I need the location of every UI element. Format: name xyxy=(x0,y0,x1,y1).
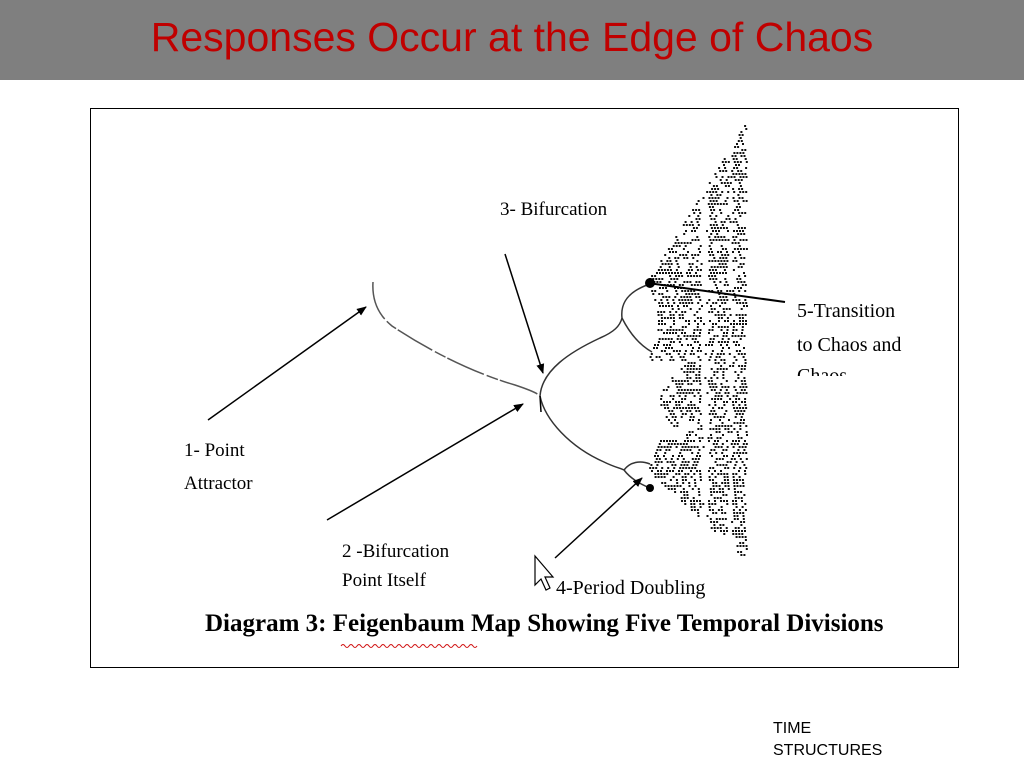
footer-line-2: STRUCTURES xyxy=(773,742,883,759)
label-point-attractor-line1: 1- Point xyxy=(184,440,245,461)
caption-rest: Map Showing Five Temporal Divisions xyxy=(465,610,884,637)
label-transition-line2: to Chaos and xyxy=(797,334,901,356)
arrow-bifurcation-point xyxy=(326,403,524,521)
footer-line-1: TIME xyxy=(773,720,812,737)
upper-branch xyxy=(539,317,623,397)
label-bifurcation: 3- Bifurcation xyxy=(500,199,608,220)
footer-label: TIME STRUCTURES xyxy=(773,718,882,762)
title-bar xyxy=(0,0,1024,80)
label-clip-mask xyxy=(790,376,930,388)
arrow-transition xyxy=(647,282,786,303)
caption-colon: : xyxy=(318,610,326,637)
label-bifurcation-point-line1: 2 -Bifurcation xyxy=(342,541,450,562)
lower-period-doubling xyxy=(623,461,651,471)
period-doubling-dot xyxy=(646,484,654,492)
label-point-attractor-line2: Attractor xyxy=(184,473,253,494)
spellcheck-squiggle xyxy=(340,644,478,648)
attractor-branch xyxy=(372,281,541,397)
cursor-icon xyxy=(534,554,555,591)
arrow-point-attractor xyxy=(207,306,367,421)
arrow-bifurcation xyxy=(504,253,545,374)
arrow-period-doubling xyxy=(554,477,643,559)
upper-period-doubling xyxy=(621,283,651,319)
lower-period-doubling-inner xyxy=(623,469,651,489)
transition-dot xyxy=(645,278,655,288)
diagram-caption: Diagram 3: Feigenbaum Map Showing Five T… xyxy=(205,610,884,637)
lower-branch xyxy=(539,395,625,471)
caption-underlined: Feigenbaum xyxy=(333,610,465,637)
label-period-doubling: 4-Period Doubling xyxy=(556,577,705,599)
pointer-arrows xyxy=(207,253,786,559)
bifurcation-curves xyxy=(372,281,653,489)
chaos-region xyxy=(647,125,748,556)
label-transition-line1: 5-Transition xyxy=(797,300,895,322)
label-bifurcation-point-line2: Point Itself xyxy=(342,570,427,591)
upper-period-doubling-inner xyxy=(621,317,653,353)
caption-prefix: Diagram 3 xyxy=(205,610,318,637)
slide-title: Responses Occur at the Edge of Chaos xyxy=(150,14,874,60)
